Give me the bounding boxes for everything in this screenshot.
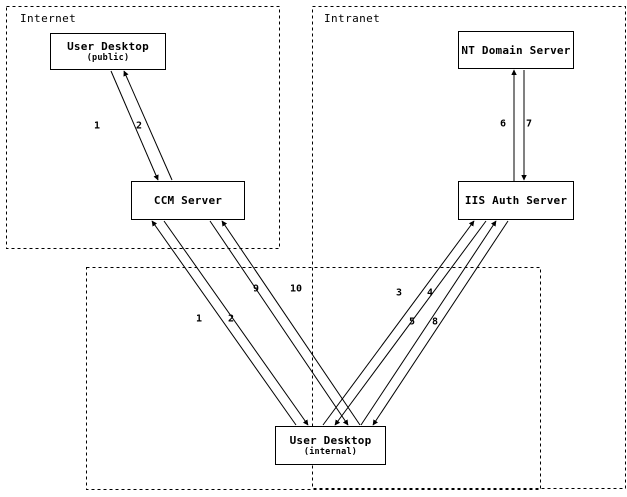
flow-label-6: 6 xyxy=(499,118,507,130)
node-user-desktop-public-subtitle: (public) xyxy=(86,52,130,63)
flow-label-5: 5 xyxy=(408,316,416,328)
zone-internal-border xyxy=(86,267,541,490)
node-user-desktop-internal-title: User Desktop xyxy=(289,433,372,447)
node-iis-auth-server-title: IIS Auth Server xyxy=(464,194,568,207)
flow-label-4: 4 xyxy=(426,287,434,299)
flow-label-3: 3 xyxy=(395,287,403,299)
flow-label-7: 7 xyxy=(525,118,533,130)
node-ccm-server-title: CCM Server xyxy=(153,194,223,207)
flow-label-2-internal: 2 xyxy=(227,313,235,325)
flow-label-2-public: 2 xyxy=(135,120,143,132)
connector-flow-5 xyxy=(360,220,497,426)
flow-label-8: 8 xyxy=(431,316,439,328)
connector-flow-9 xyxy=(209,220,349,426)
flow-label-9: 9 xyxy=(252,283,260,295)
node-iis-auth-server[interactable]: IIS Auth Server xyxy=(458,181,574,220)
connector-flow-10 xyxy=(221,220,361,426)
flow-label-1-internal: 1 xyxy=(195,313,203,325)
node-user-desktop-internal-subtitle: (internal) xyxy=(303,446,358,457)
zone-intranet-border xyxy=(312,6,626,489)
zone-label-intranet: Intranet xyxy=(324,12,381,25)
connector-flow-4 xyxy=(334,220,487,426)
zone-internet-border xyxy=(6,6,280,249)
connector-flow-2-internal xyxy=(163,220,309,426)
zone-label-internet: Internet xyxy=(20,12,77,25)
flow-label-10: 10 xyxy=(289,283,303,295)
connector-flow-1-public xyxy=(110,70,159,181)
flow-label-1-public: 1 xyxy=(93,120,101,132)
connector-flow-2-public xyxy=(123,70,173,181)
connector-flow-8 xyxy=(372,220,509,426)
node-nt-domain-server[interactable]: NT Domain Server xyxy=(458,31,574,69)
node-user-desktop-internal[interactable]: User Desktop (internal) xyxy=(275,426,386,465)
node-ccm-server[interactable]: CCM Server xyxy=(131,181,245,220)
node-user-desktop-public[interactable]: User Desktop (public) xyxy=(50,33,166,70)
connector-flow-3 xyxy=(322,220,475,426)
connector-flow-1-internal xyxy=(151,220,297,426)
node-user-desktop-public-title: User Desktop xyxy=(67,39,149,53)
node-nt-domain-server-title: NT Domain Server xyxy=(461,43,571,57)
